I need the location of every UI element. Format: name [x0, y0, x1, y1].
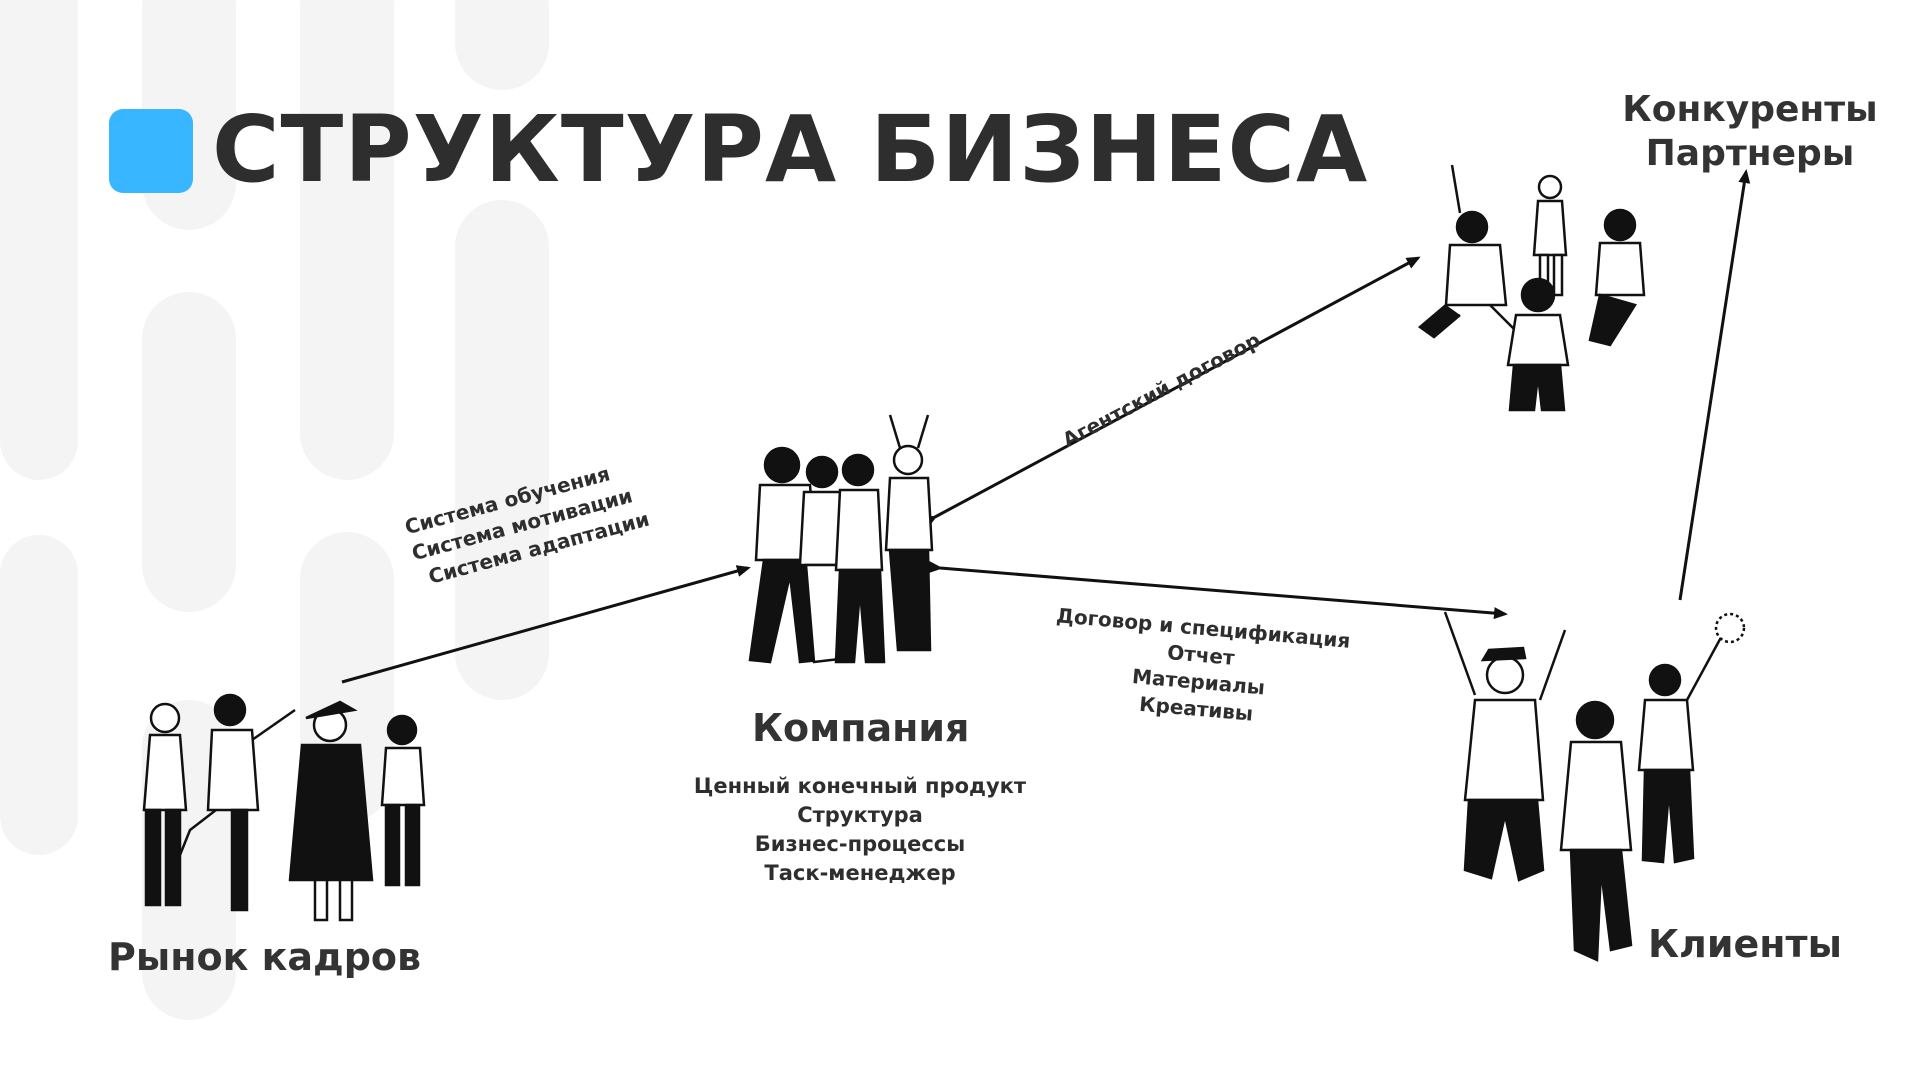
- node-label-market: Рынок кадров: [108, 935, 422, 979]
- page-title: СТРУКТУРА БИЗНЕСА: [212, 96, 1369, 203]
- node-label-company: Компания: [752, 706, 970, 750]
- people-group-illustration-company: [748, 414, 934, 664]
- background-pill: [300, 0, 394, 480]
- people-group-illustration-market: [142, 693, 426, 922]
- company-details-list: Ценный конечный продукт Структура Бизнес…: [660, 772, 1060, 888]
- node-label-competitors: Конкуренты Партнеры: [1600, 88, 1900, 176]
- node-label-partners-line2: Партнеры: [1645, 133, 1855, 174]
- company-detail-item: Ценный конечный продукт: [693, 774, 1027, 798]
- background-pill: [142, 292, 236, 612]
- title-accent-square: [109, 109, 193, 193]
- background-pill: [455, 0, 549, 90]
- company-detail-item: Бизнес-процессы: [754, 832, 966, 856]
- background-pill: [0, 0, 78, 480]
- arrow-company-clients: [928, 561, 1508, 620]
- company-detail-item: Таск-менеджер: [764, 861, 956, 885]
- company-detail-item: Структура: [797, 803, 923, 827]
- node-label-clients: Клиенты: [1648, 922, 1842, 966]
- people-group-illustration-competitors: [1417, 164, 1646, 412]
- background-pill: [455, 200, 549, 700]
- arrow-clients-to-competitors: [1678, 169, 1751, 601]
- node-label-competitors-line1: Конкуренты: [1622, 89, 1878, 130]
- arrow-company-competitors: [922, 256, 1421, 528]
- arrow-market-to-company: [341, 565, 751, 684]
- background-pill: [0, 535, 78, 855]
- people-group-illustration-clients: [1443, 611, 1746, 962]
